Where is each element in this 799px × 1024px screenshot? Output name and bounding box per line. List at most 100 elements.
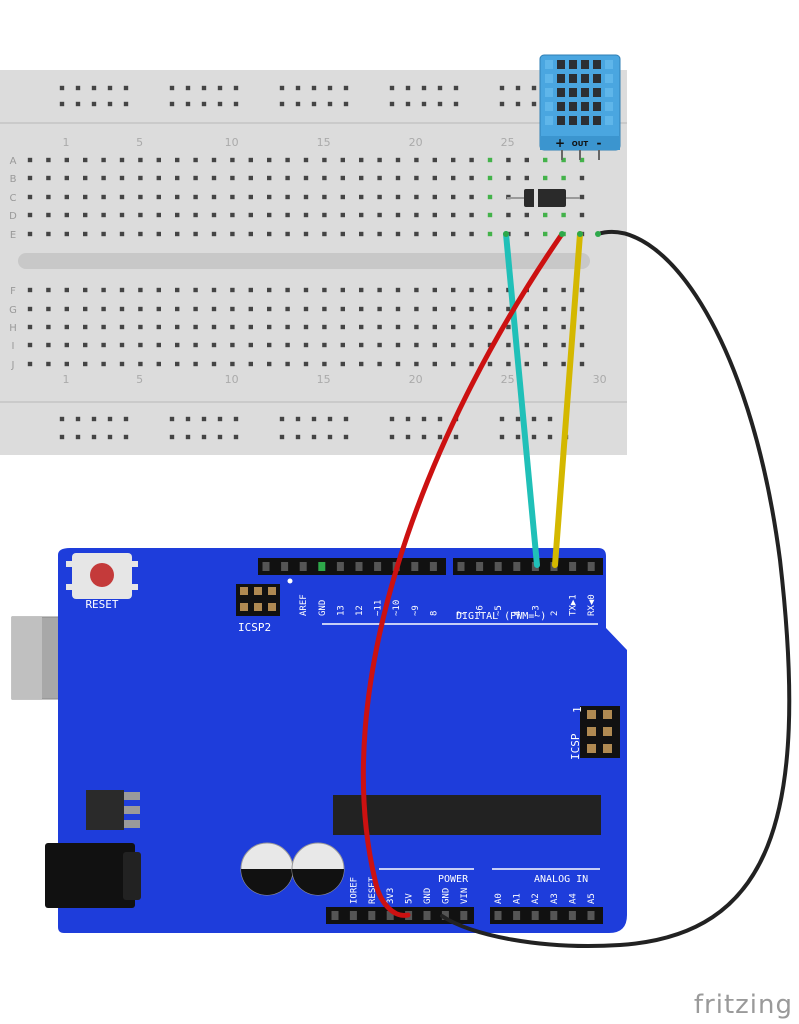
breadboard-hole xyxy=(524,212,529,218)
wire-yellow[interactable] xyxy=(552,231,583,568)
rail-hole xyxy=(295,434,301,440)
header-socket xyxy=(550,911,558,920)
breadboard-hole xyxy=(46,342,51,348)
breadboard-hole xyxy=(395,175,401,181)
breadboard-hole xyxy=(193,287,198,293)
breadboard-hole xyxy=(303,194,309,200)
breadboard-hole xyxy=(377,212,382,218)
rail-hole xyxy=(279,434,285,440)
breadboard-hole xyxy=(83,231,88,237)
breadboard-hole xyxy=(156,194,161,200)
sensor-pin-minus-label: - xyxy=(597,136,602,150)
rail-hole xyxy=(233,85,239,91)
wire-red[interactable] xyxy=(360,231,565,918)
breadboard-hole xyxy=(487,287,493,293)
digital-pin-label: ~5 xyxy=(494,605,504,616)
rail-hole xyxy=(123,434,129,440)
breadboard-hole xyxy=(469,194,474,200)
rail-hole xyxy=(437,101,443,107)
rail-hole xyxy=(107,101,113,107)
breadboard-hole xyxy=(451,231,456,237)
icsp2-header xyxy=(236,578,293,616)
rail-hole xyxy=(201,434,207,440)
breadboard-hole xyxy=(322,361,327,367)
rail-hole xyxy=(421,434,427,440)
analog-pin-label: A5 xyxy=(587,893,597,904)
breadboard-hole xyxy=(469,361,474,367)
rail-hole xyxy=(499,434,505,440)
breadboard-hole xyxy=(359,342,364,348)
breadboard-hole xyxy=(395,287,401,293)
rail-hole xyxy=(437,416,443,422)
breadboard-hole xyxy=(303,342,309,348)
breadboard-hole xyxy=(377,361,382,367)
breadboard-hole xyxy=(46,287,51,293)
breadboard-hole xyxy=(285,306,290,312)
breadboard-hole xyxy=(487,175,493,181)
breadboard-hole xyxy=(156,175,161,181)
breadboard-hole xyxy=(340,306,345,312)
icsp-label: ICSP xyxy=(569,733,582,760)
breadboard-hole xyxy=(359,287,364,293)
rail-hole xyxy=(201,85,207,91)
wire-cyan[interactable] xyxy=(503,231,540,568)
breadboard-hole xyxy=(524,175,529,181)
breadboard-hole xyxy=(506,157,511,163)
power-pin-label: GND xyxy=(441,888,451,904)
breadboard-hole xyxy=(211,342,217,348)
digital-pin-label: 7 xyxy=(457,611,467,616)
breadboard-hole xyxy=(119,287,125,293)
microcontroller-chip xyxy=(333,795,601,835)
breadboard-hole xyxy=(340,287,345,293)
breadboard-hole xyxy=(432,157,437,163)
rail-hole xyxy=(515,416,521,422)
rail-hole xyxy=(453,85,459,91)
rail-hole xyxy=(515,101,521,107)
breadboard-hole xyxy=(506,361,511,367)
rail-hole xyxy=(107,85,113,91)
icsp-header xyxy=(580,706,620,758)
breadboard-hole xyxy=(432,212,437,218)
sensor-vent xyxy=(593,74,601,83)
breadboard-hole xyxy=(27,324,33,330)
breadboard-hole xyxy=(119,194,125,200)
rail-hole xyxy=(405,101,411,107)
breadboard-hole xyxy=(175,324,180,330)
breadboard-hole xyxy=(101,287,106,293)
reset-button[interactable] xyxy=(66,553,138,599)
breadboard-hole xyxy=(64,175,69,181)
sensor-vent xyxy=(557,88,565,97)
rail-hole xyxy=(437,85,443,91)
digital-pin-label: RX◀0 xyxy=(587,594,597,616)
breadboard-hole xyxy=(303,361,309,367)
breadboard-hole xyxy=(64,361,69,367)
breadboard-hole xyxy=(119,175,125,181)
rail-hole xyxy=(75,434,81,440)
breadboard-hole xyxy=(432,194,437,200)
breadboard-hole xyxy=(322,175,327,181)
breadboard-row-label: B xyxy=(10,174,17,185)
breadboard-row-label: G xyxy=(9,305,17,316)
rail-hole xyxy=(437,434,443,440)
breadboard-row-label: A xyxy=(10,156,17,167)
breadboard-hole xyxy=(506,342,511,348)
breadboard-hole xyxy=(83,324,88,330)
breadboard-hole xyxy=(285,287,290,293)
sensor-vent xyxy=(593,60,601,69)
breadboard-hole xyxy=(101,194,106,200)
breadboard-hole xyxy=(27,342,33,348)
breadboard-hole xyxy=(285,342,290,348)
breadboard-hole xyxy=(506,212,511,218)
breadboard-hole xyxy=(543,231,548,237)
header-socket xyxy=(368,911,376,920)
breadboard-hole xyxy=(119,324,125,330)
breadboard-hole xyxy=(487,212,493,218)
rail-hole xyxy=(453,434,459,440)
breadboard-hole xyxy=(506,324,511,330)
breadboard-hole xyxy=(248,361,253,367)
wire-black[interactable] xyxy=(440,230,792,948)
breadboard-column-number: 5 xyxy=(136,136,143,149)
breadboard-hole xyxy=(230,194,235,200)
breadboard-hole xyxy=(248,231,253,237)
breadboard-hole xyxy=(395,157,401,163)
